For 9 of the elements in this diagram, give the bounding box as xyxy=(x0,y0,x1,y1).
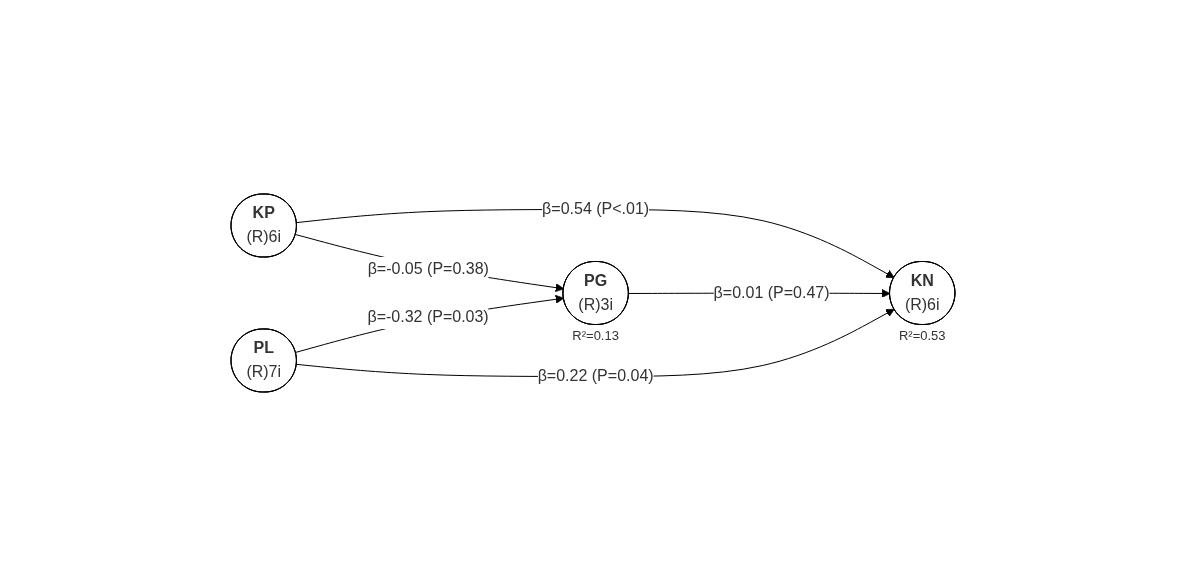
edge-label: β=0.54 (P<.01) xyxy=(541,200,649,217)
edge-label: β=-0.32 (P=0.03) xyxy=(366,307,489,325)
r-squared-label: R²=0.13 xyxy=(571,328,619,343)
edge-label: β=0.22 (P=0.04) xyxy=(537,366,654,384)
edge-label: β=-0.05 (P=0.38) xyxy=(367,259,489,277)
edge-label: β=0.01 (P=0.47) xyxy=(713,283,830,301)
arrow xyxy=(294,233,564,292)
r-squared-label: R²=0.53 xyxy=(898,328,946,343)
arrow xyxy=(294,294,564,353)
